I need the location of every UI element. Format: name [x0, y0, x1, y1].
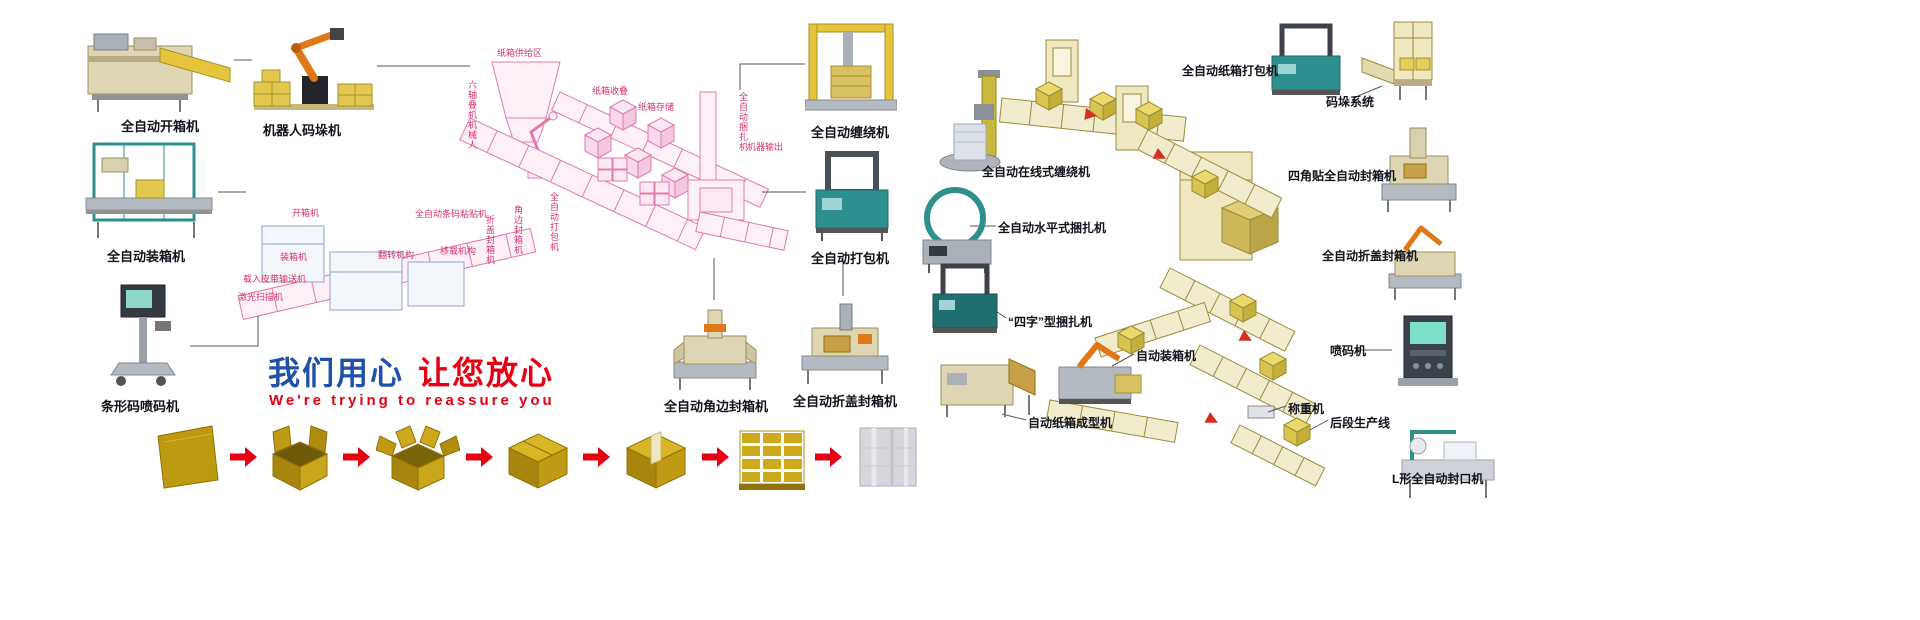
machine-image-corner-edge-sealer — [668, 302, 763, 394]
machine-image-online-wrapper — [938, 70, 1008, 175]
open-carton-image — [271, 425, 329, 491]
sealed-carton-image — [625, 431, 687, 489]
flow-arrow-icon — [466, 447, 493, 467]
right-label-inkjet-coder: 喷码机 — [1330, 344, 1367, 358]
right-flow-diagram — [998, 39, 1326, 487]
right-label-auto-case-packer: 自动装箱机 — [1136, 349, 1197, 363]
diagram-label-flap-sealer: 折盖封箱机 — [485, 215, 495, 265]
diagram-label-six-axis-robot: 六轴叠机机械人 — [467, 80, 477, 150]
right-label-weigher: 称重机 — [1288, 402, 1325, 416]
machine-image-flap-fold-sealer — [798, 298, 893, 388]
machine-image-palletizing-system — [1360, 18, 1455, 103]
diagram-label-laser-scanner: 激光扫描机 — [238, 292, 284, 302]
machine-image-sizi-strapper — [925, 262, 1005, 337]
machine-image-carton-strapper — [1268, 22, 1346, 100]
machine-image-wrapping-machine — [805, 20, 897, 118]
machine-image-corner-tape-sealer — [1378, 120, 1460, 215]
machine-label-robot-palletizer: 机器人码垛机 — [262, 123, 342, 138]
machine-label-flap-fold-sealer: 全自动折盖封箱机 — [792, 394, 898, 409]
right-label-online-wrapper: 全自动在线式缠绕机 — [982, 165, 1091, 179]
machine-image-horizontal-strapper — [915, 180, 1000, 275]
diagram-label-transfer-unit: 移载机构 — [440, 246, 477, 256]
center-pink-diagram — [237, 61, 789, 320]
diagram-label-carton-collect: 纸箱收叠 — [592, 86, 629, 96]
diagram-label-carton-storage: 纸箱存储 — [638, 102, 675, 112]
flow-arrow-icon — [815, 447, 842, 467]
machine-label-corner-edge-sealer: 全自动角边封箱机 — [663, 399, 769, 414]
flow-arrow-icon — [583, 447, 610, 467]
right-label-carton-strapper: 全自动纸箱打包机 — [1182, 64, 1279, 78]
diagram-label-barcode-labeler: 全自动条码粘贴机 — [415, 209, 488, 219]
right-label-horizontal-strapper: 全自动水平式捆扎机 — [998, 221, 1107, 235]
palletized-stack-image — [739, 430, 805, 490]
machine-image-carton-former — [935, 345, 1040, 420]
carton-flaps-open-image — [376, 425, 460, 491]
diagram-label-case-opener: 开箱机 — [292, 208, 320, 218]
machine-image-case-packer — [82, 138, 217, 243]
flow-arrow-icon — [230, 447, 257, 467]
diagram-label-belt-infeed: 载入皮带输送机 — [243, 274, 307, 284]
flow-arrow-icon — [702, 447, 729, 467]
machine-label-strapping-machine: 全自动打包机 — [810, 251, 890, 266]
machine-image-case-opener — [82, 20, 234, 115]
flow-arrow-icon — [343, 447, 370, 467]
wrapped-pallet-image — [859, 427, 917, 487]
right-label-carton-former: 自动纸箱成型机 — [1028, 416, 1113, 430]
machine-label-case-packer: 全自动装箱机 — [106, 249, 186, 264]
box-forming-sequence — [150, 416, 928, 498]
machine-label-barcode-inkjet: 条形码喷码机 — [100, 399, 180, 414]
closed-carton-image — [507, 433, 569, 489]
machine-image-flap-sealer-right — [1385, 218, 1465, 303]
machine-image-barcode-inkjet-printer — [95, 275, 190, 390]
right-label-l-sealer: L形全自动封口机 — [1392, 472, 1484, 486]
diagram-label-auto-bundler: 全自动捆扎机 — [738, 92, 748, 152]
diagram-label-carton-supply: 纸箱供给区 — [497, 48, 543, 58]
slogan-cn: 我们用心让您放心 — [268, 348, 554, 394]
slogan-cn-blue: 我们用心 — [268, 355, 405, 391]
machine-label-case-opener: 全自动开箱机 — [120, 119, 200, 134]
machine-label-wrapping-machine: 全自动缠绕机 — [810, 125, 890, 140]
carton-blank-image — [157, 425, 219, 489]
right-label-corner-tape-sealer: 四角贴全自动封箱机 — [1288, 169, 1397, 183]
right-label-back-end-line: 后段生产线 — [1330, 416, 1391, 430]
machine-image-auto-case-packer — [1055, 335, 1150, 410]
slogan-en: We're trying to reassure you — [269, 392, 555, 409]
machine-image-robot-palletizer — [252, 18, 377, 118]
right-label-palletizing-system: 码垛系统 — [1326, 95, 1375, 109]
machine-image-l-sealer — [1398, 412, 1498, 502]
diagram-label-auto-strapper: 全自动打包机 — [549, 192, 559, 252]
machine-image-inkjet-coder — [1392, 308, 1464, 393]
right-label-flap-sealer: 全自动折盖封箱机 — [1322, 249, 1419, 263]
right-label-sizi-strapper: “四字”型捆扎机 — [1008, 315, 1093, 329]
diagram-label-machine-outfeed: 机器输出 — [747, 142, 784, 152]
diagram-label-case-packer: 装箱机 — [280, 252, 308, 262]
machine-image-strapping-machine — [808, 148, 896, 243]
diagram-label-corner-sealer: 角边封箱机 — [513, 205, 523, 255]
slogan-cn-red: 让您放心 — [418, 355, 555, 391]
diagram-label-turnover-unit: 翻转机构 — [378, 250, 415, 260]
